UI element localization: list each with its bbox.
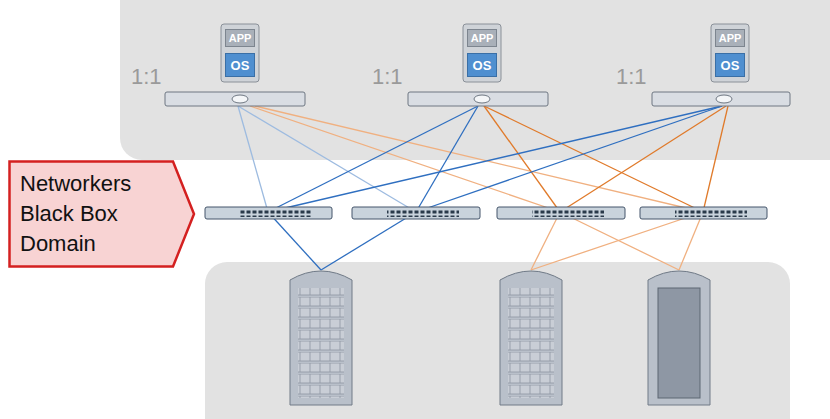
ratio-label: 1:1 — [616, 64, 647, 90]
rack-servers — [165, 92, 790, 106]
app-box: APP — [467, 29, 497, 47]
app-label: APP — [229, 32, 252, 44]
os-label: OS — [473, 58, 492, 73]
callout-box: Networkers Black Box Domain — [8, 160, 196, 268]
storage-racks — [290, 271, 710, 405]
ratio-label: 1:1 — [131, 64, 162, 90]
os-label: OS — [231, 58, 250, 73]
storage-region — [205, 262, 790, 419]
links — [238, 106, 728, 270]
os-box: OS — [467, 53, 497, 77]
app-label: APP — [471, 32, 494, 44]
callout-text: Networkers Black Box Domain — [20, 169, 160, 259]
os-box: OS — [225, 53, 255, 77]
switches — [205, 207, 767, 219]
app-label: APP — [719, 32, 742, 44]
os-label: OS — [721, 58, 740, 73]
app-box: APP — [225, 29, 255, 47]
server-region — [120, 0, 830, 160]
os-box: OS — [715, 53, 745, 77]
server-towers — [221, 24, 749, 82]
app-box: APP — [715, 29, 745, 47]
ratio-label: 1:1 — [372, 64, 403, 90]
